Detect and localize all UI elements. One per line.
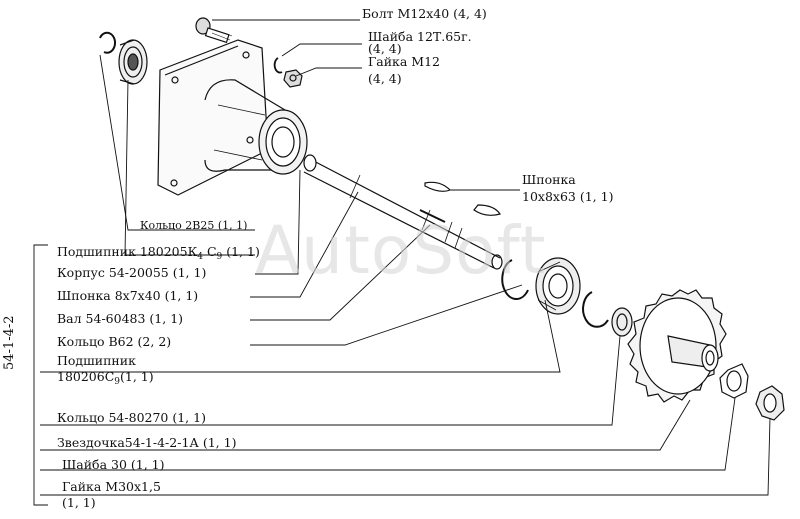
label-nut-30-qty: (1, 1) — [62, 495, 96, 510]
bolt-m12 — [195, 17, 233, 44]
bearing-180205-sub2: 9 — [216, 252, 223, 262]
label-key-8: Шпонка 8х7х40 (1, 1) — [57, 288, 199, 303]
key-10x8x63 — [424, 181, 501, 216]
bearing-180206-sub: 9 — [114, 377, 121, 387]
label-ring-2b25: Кольцо 2В25 (1, 1) — [140, 219, 248, 232]
label-bearing-180206-title: Подшипник — [57, 353, 136, 368]
label-shaft: Вал 54-60483 (1, 1) — [57, 311, 184, 326]
label-housing: Корпус 54-20055 (1, 1) — [57, 265, 207, 280]
bearing-180206-main: 180206С — [57, 369, 115, 384]
ring-b62-2 — [582, 291, 609, 328]
label-key-10-title: Шпонка — [522, 172, 576, 187]
label-washer-12-qty: (4, 4) — [368, 41, 402, 56]
label-sprocket: Звездочка54-1-4-2-1А (1, 1) — [57, 435, 237, 450]
sprocket-54-1-4-2-1a — [627, 289, 727, 403]
nut-m12 — [283, 69, 303, 88]
bearing-180206-tail: (1, 1) — [120, 369, 154, 384]
label-nut-12-qty: (4, 4) — [368, 71, 402, 86]
assembly-code: 54-1-4-2 — [2, 315, 17, 370]
circlip-2b25 — [99, 31, 117, 54]
washer-30 — [719, 363, 749, 399]
label-ring-b62: Кольцо В62 (2, 2) — [57, 334, 172, 349]
housing-54-20055 — [157, 39, 308, 196]
label-washer-30: Шайба 30 (1, 1) — [62, 457, 165, 472]
label-washer-12-title: Шайба 12Т.65г. — [368, 29, 472, 44]
bearing-180205-tail: (1, 1) — [222, 244, 260, 259]
label-bearing-180206-code: 180206С9(1, 1) — [57, 370, 154, 389]
label-key-10-size: 10х8х63 (1, 1) — [522, 189, 614, 204]
shaft-54-60483 — [303, 154, 503, 270]
label-bolt: Болт М12х40 (4, 4) — [362, 6, 487, 21]
label-ring-80270: Кольцо 54-80270 (1, 1) — [57, 410, 206, 425]
nut-m30 — [755, 385, 785, 421]
label-bearing-180205: Подшипник 180205К4 С9 (1, 1) — [57, 245, 260, 264]
bearing-180205-sub1: 4 — [197, 252, 203, 262]
bearing-180205-mid: С — [202, 244, 217, 259]
label-nut-30-title: Гайка М30х1,5 — [62, 479, 161, 494]
watermark: AutoSoft — [255, 212, 547, 289]
label-nut-12-title: Гайка М12 — [368, 54, 441, 69]
leader-lines — [33, 19, 771, 506]
washer-12t — [273, 57, 283, 74]
bearing-180205-main: Подшипник 180205К — [57, 244, 198, 259]
ring-54-80270 — [611, 307, 633, 337]
bearing-180206 — [535, 257, 581, 315]
bearing-180205 — [118, 39, 148, 85]
